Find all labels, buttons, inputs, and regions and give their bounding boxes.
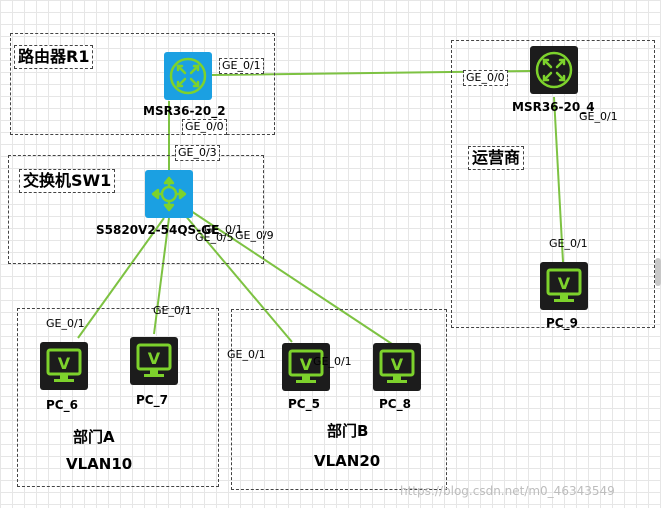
pc-monitor-icon: V: [379, 349, 415, 383]
port-sw-ge0-5: GE_0/5: [195, 231, 234, 244]
switch-area: [8, 155, 264, 264]
scrollbar-thumb[interactable]: [655, 258, 661, 286]
pc8-icon[interactable]: V: [373, 343, 421, 391]
link-sw-pc6: [77, 217, 165, 339]
svg-text:V: V: [58, 354, 71, 373]
router-area: [10, 33, 275, 135]
dept-a-vlan: VLAN10: [66, 455, 133, 473]
dept-b-name: 部门B: [327, 422, 369, 440]
pc5-name: PC_5: [288, 397, 320, 411]
port-sw-ge0-3: GE_0/3: [175, 145, 220, 161]
router-isp-icon[interactable]: [530, 46, 578, 94]
watermark: https://blog.csdn.net/m0_46343549: [400, 484, 615, 498]
port-r1-ge0-1: GE_0/1: [219, 58, 264, 74]
router-area-label: 路由器R1: [14, 45, 94, 69]
pc-monitor-icon: V: [136, 343, 172, 377]
pc9-name: PC_9: [546, 316, 578, 330]
port-sw-ge0-9: GE_0/9: [235, 229, 274, 242]
svg-text:V: V: [391, 355, 404, 374]
pc6-icon[interactable]: V: [40, 342, 88, 390]
pc-monitor-icon: V: [546, 268, 582, 302]
port-pc5-ge0-1: GE_0/1: [227, 348, 266, 361]
isp-area-label: 运营商: [468, 146, 525, 170]
pc9-icon[interactable]: V: [540, 262, 588, 310]
switch-area-label: 交换机SW1: [19, 169, 116, 193]
dept-a-name: 部门A: [73, 428, 115, 446]
dept-a-area: [17, 308, 219, 487]
isp-area: [451, 40, 655, 328]
port-sw-ge0-1: GE_0/1: [204, 223, 243, 236]
router-isp-name: MSR36-20_4: [512, 100, 595, 114]
pc6-name: PC_6: [46, 398, 78, 412]
switch-cross-icon: [151, 176, 187, 212]
svg-text:V: V: [148, 349, 161, 368]
link-r2-pc9: [553, 96, 564, 263]
port-pc8-ge0-1: GE_0/1: [313, 355, 352, 368]
pc-monitor-icon: V: [288, 349, 324, 383]
svg-text:V: V: [300, 355, 313, 374]
pc8-name: PC_8: [379, 397, 411, 411]
router-arrows-icon: [169, 57, 207, 95]
port-r2-ge0-1: GE_0/1: [579, 110, 618, 123]
svg-text:V: V: [558, 274, 571, 293]
port-pc7-ge0-1: GE_0/1: [153, 304, 192, 317]
port-r1-ge0-0: GE_0/0: [182, 119, 227, 135]
switch-sw1-name: S5820V2-54QS-GE: [96, 223, 220, 237]
pc7-icon[interactable]: V: [130, 337, 178, 385]
link-sw-pc8: [190, 210, 393, 345]
router-arrows-icon: [535, 51, 573, 89]
port-r2-ge0-0: GE_0/0: [463, 70, 508, 86]
port-pc9-ge0-1: GE_0/1: [549, 237, 588, 250]
router-r1-name: MSR36-20_2: [143, 104, 226, 118]
pc7-name: PC_7: [136, 393, 168, 407]
router-r1-icon[interactable]: [164, 52, 212, 100]
switch-sw1-icon[interactable]: [145, 170, 193, 218]
pc5-icon[interactable]: V: [282, 343, 330, 391]
link-sw-pc5: [183, 213, 293, 343]
dept-b-vlan: VLAN20: [314, 452, 381, 470]
dept-b-area: [231, 309, 447, 490]
pc-monitor-icon: V: [46, 348, 82, 382]
link-sw-pc7: [153, 217, 170, 335]
port-pc6-ge0-1: GE_0/1: [46, 317, 85, 330]
